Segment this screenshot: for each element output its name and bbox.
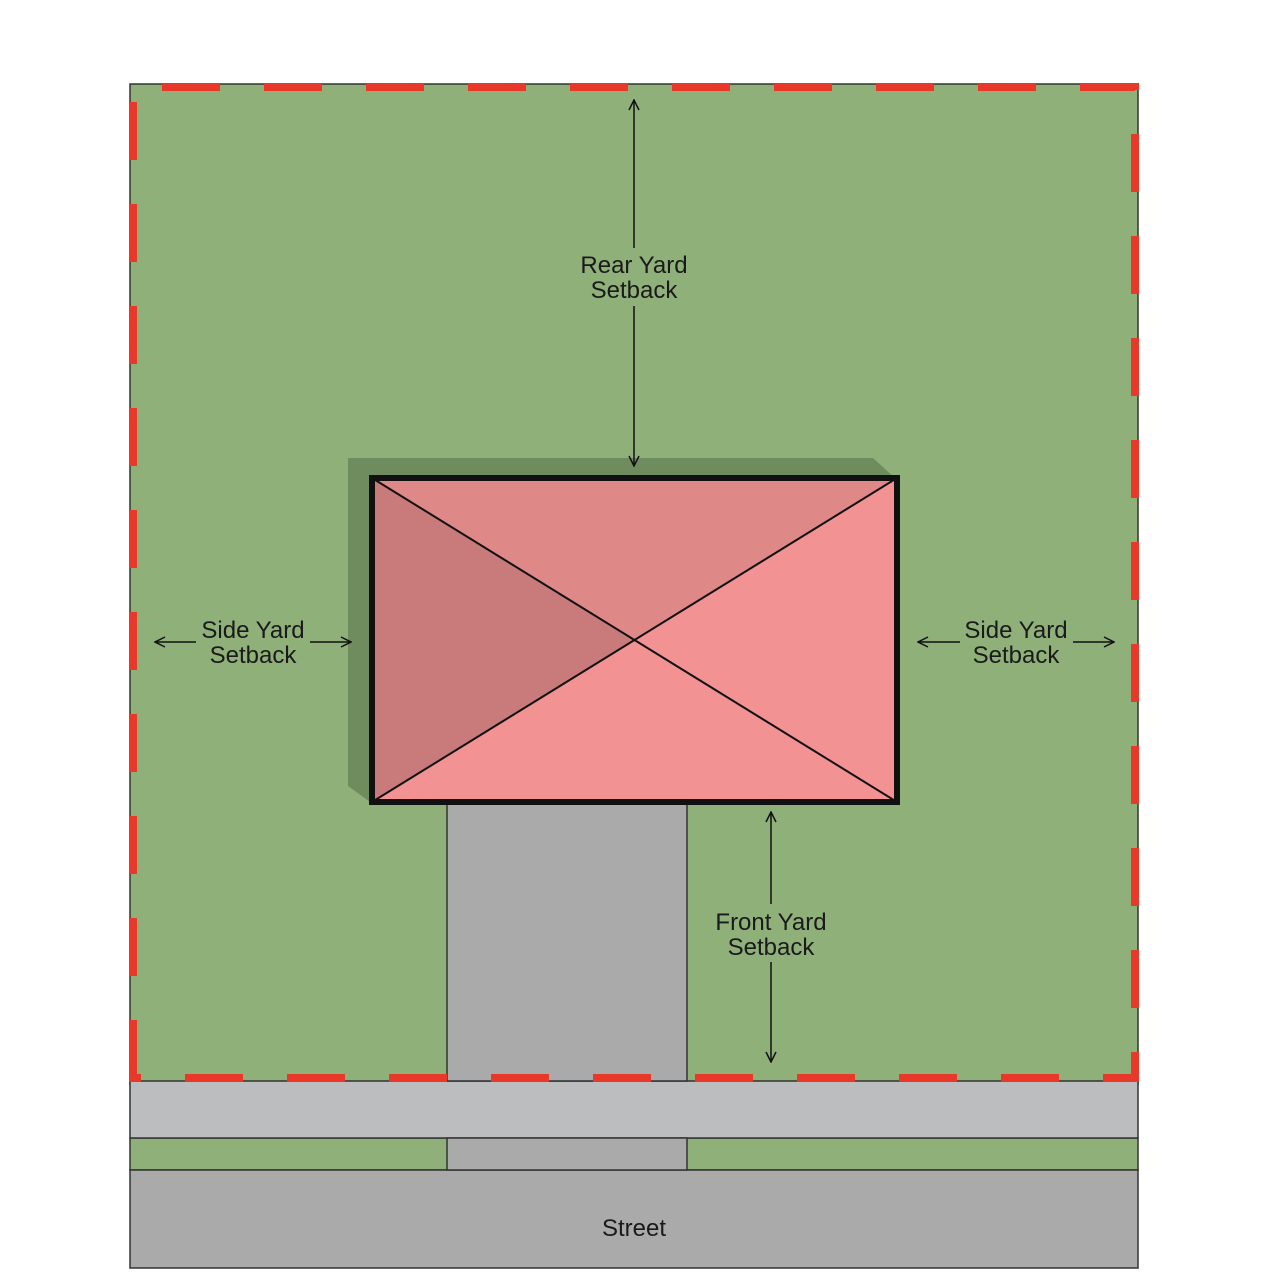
left-side-setback-label-line1: Side Yard [201,617,304,644]
front-setback-label-line2: Setback [728,934,816,961]
street-label: Street [602,1215,666,1242]
house-outline [369,475,900,805]
left-side-setback-label-line2: Setback [210,642,298,669]
right-side-setback-label-line1: Side Yard [964,617,1067,644]
front-setback-label-line1: Front Yard [715,909,826,936]
roof-facet-left [372,478,634,802]
roof-facet-top [372,478,897,640]
roof-facet-right [634,478,897,802]
roof-facet-bottom [372,640,897,802]
property-line [129,83,1139,1082]
rear-setback-label-line2: Setback [591,277,679,304]
sidewalk [129,1080,1139,1139]
roof-ridge-diagonal-2 [371,477,898,803]
driveway-apron [446,1137,688,1171]
driveway [446,801,688,1082]
rear-setback-label-line1: Rear Yard [580,252,687,279]
right-side-setback-label-line2: Setback [973,642,1061,669]
